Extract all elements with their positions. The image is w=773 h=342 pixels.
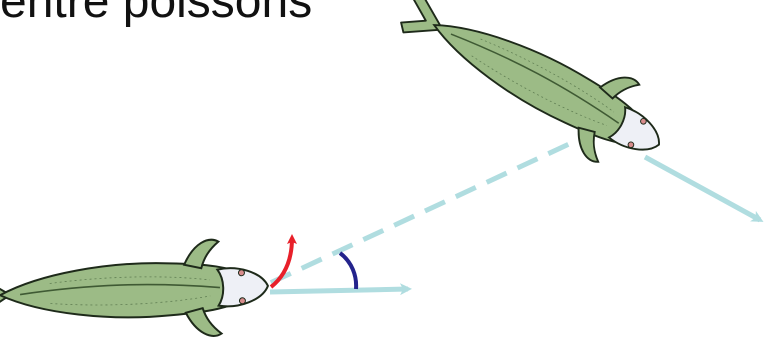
heading-arrow-2 [645, 157, 760, 220]
angle-arc [340, 253, 356, 289]
connecting-line [240, 125, 610, 297]
fish-1 [0, 238, 270, 342]
fish-2 [386, 0, 681, 185]
heading-arrow-1 [270, 289, 408, 292]
